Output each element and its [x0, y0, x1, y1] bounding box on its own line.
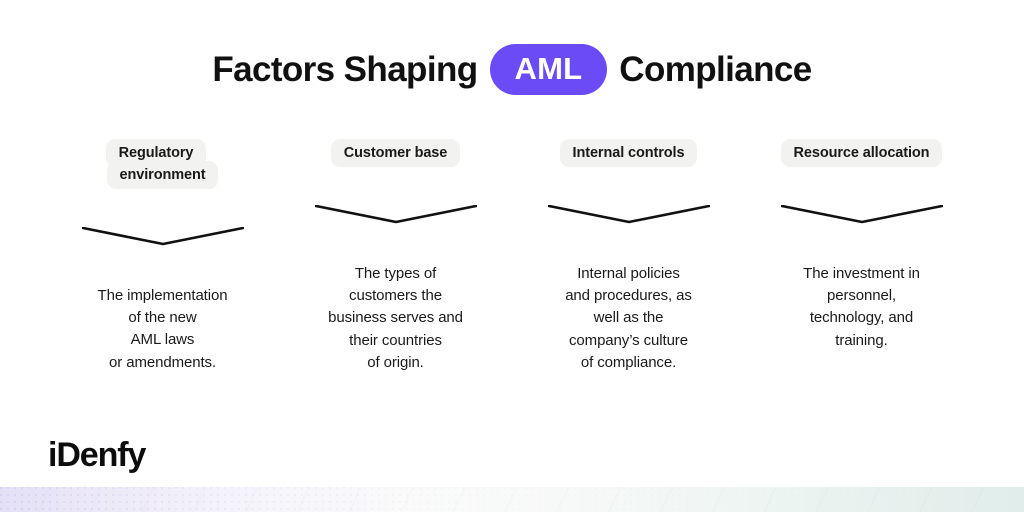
idenfy-logo: iDenfy — [48, 436, 146, 474]
factor-chip-internal-controls: Internal controls — [559, 139, 698, 167]
factor-chip-resource-allocation: Resource allocation — [780, 139, 943, 167]
strip-dot-pattern — [0, 487, 1024, 512]
factor-description: The types of customers the business serv… — [328, 265, 463, 371]
factor-chip-customer-base: Customer base — [330, 139, 461, 167]
factor-column: Regulatory environment The implementatio… — [62, 139, 263, 374]
chevron-down-icon — [314, 205, 477, 227]
factor-column: Internal controls Internal policies and … — [528, 139, 729, 374]
chevron-down-icon — [547, 205, 710, 227]
factor-column: Customer base The types of customers the… — [295, 139, 496, 374]
factor-description: The investment in personnel, technology,… — [803, 265, 920, 349]
bottom-gradient-strip — [0, 487, 1024, 512]
factor-chip-regulatory-environment: Regulatory environment — [68, 139, 258, 190]
factor-chip-label: Internal controls — [559, 139, 698, 167]
page-title-part-one: Factors Shaping — [212, 50, 478, 89]
factor-columns: Regulatory environment The implementatio… — [62, 139, 962, 374]
factor-chip-label: Regulatory environment — [105, 139, 219, 190]
factor-column: Resource allocation The investment in pe… — [761, 139, 962, 374]
factor-description: The implementation of the new AML laws o… — [97, 287, 228, 371]
page-title: Factors Shaping AML Compliance — [0, 44, 1024, 95]
factor-chip-label: Resource allocation — [780, 139, 943, 167]
aml-badge: AML — [489, 44, 608, 95]
factor-chip-label: Customer base — [330, 139, 461, 167]
page-title-part-two: Compliance — [619, 50, 812, 89]
chevron-down-icon — [780, 205, 943, 227]
factor-description: Internal policies and procedures, as wel… — [565, 265, 692, 371]
chevron-down-icon — [81, 227, 244, 249]
strip-streaks-pattern — [0, 487, 1024, 512]
